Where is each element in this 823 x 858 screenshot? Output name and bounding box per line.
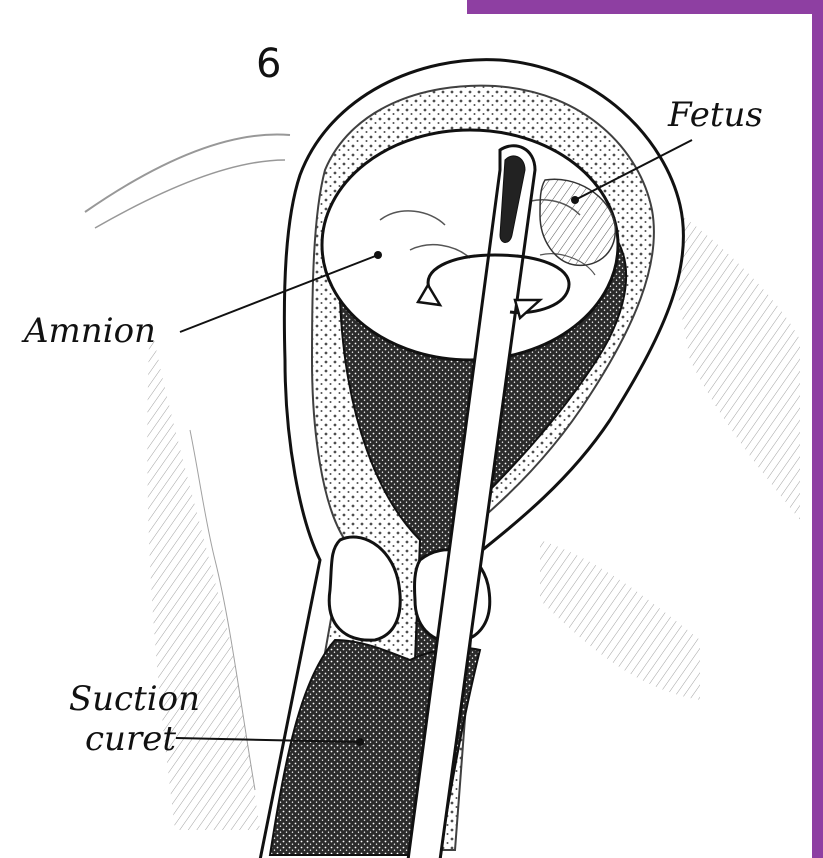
amnion-leader-dot	[374, 251, 382, 259]
figure-number: 6	[256, 44, 281, 84]
accent-bar-top	[467, 0, 823, 14]
label-fetus: Fetus	[668, 98, 763, 132]
fetus-leader-dot	[571, 196, 579, 204]
accent-bar-right	[812, 0, 823, 858]
label-curet: curet	[48, 722, 176, 756]
suction-curet-leader-dot	[356, 738, 364, 746]
label-suction: Suction	[32, 682, 200, 716]
label-amnion: Amnion	[24, 314, 156, 348]
